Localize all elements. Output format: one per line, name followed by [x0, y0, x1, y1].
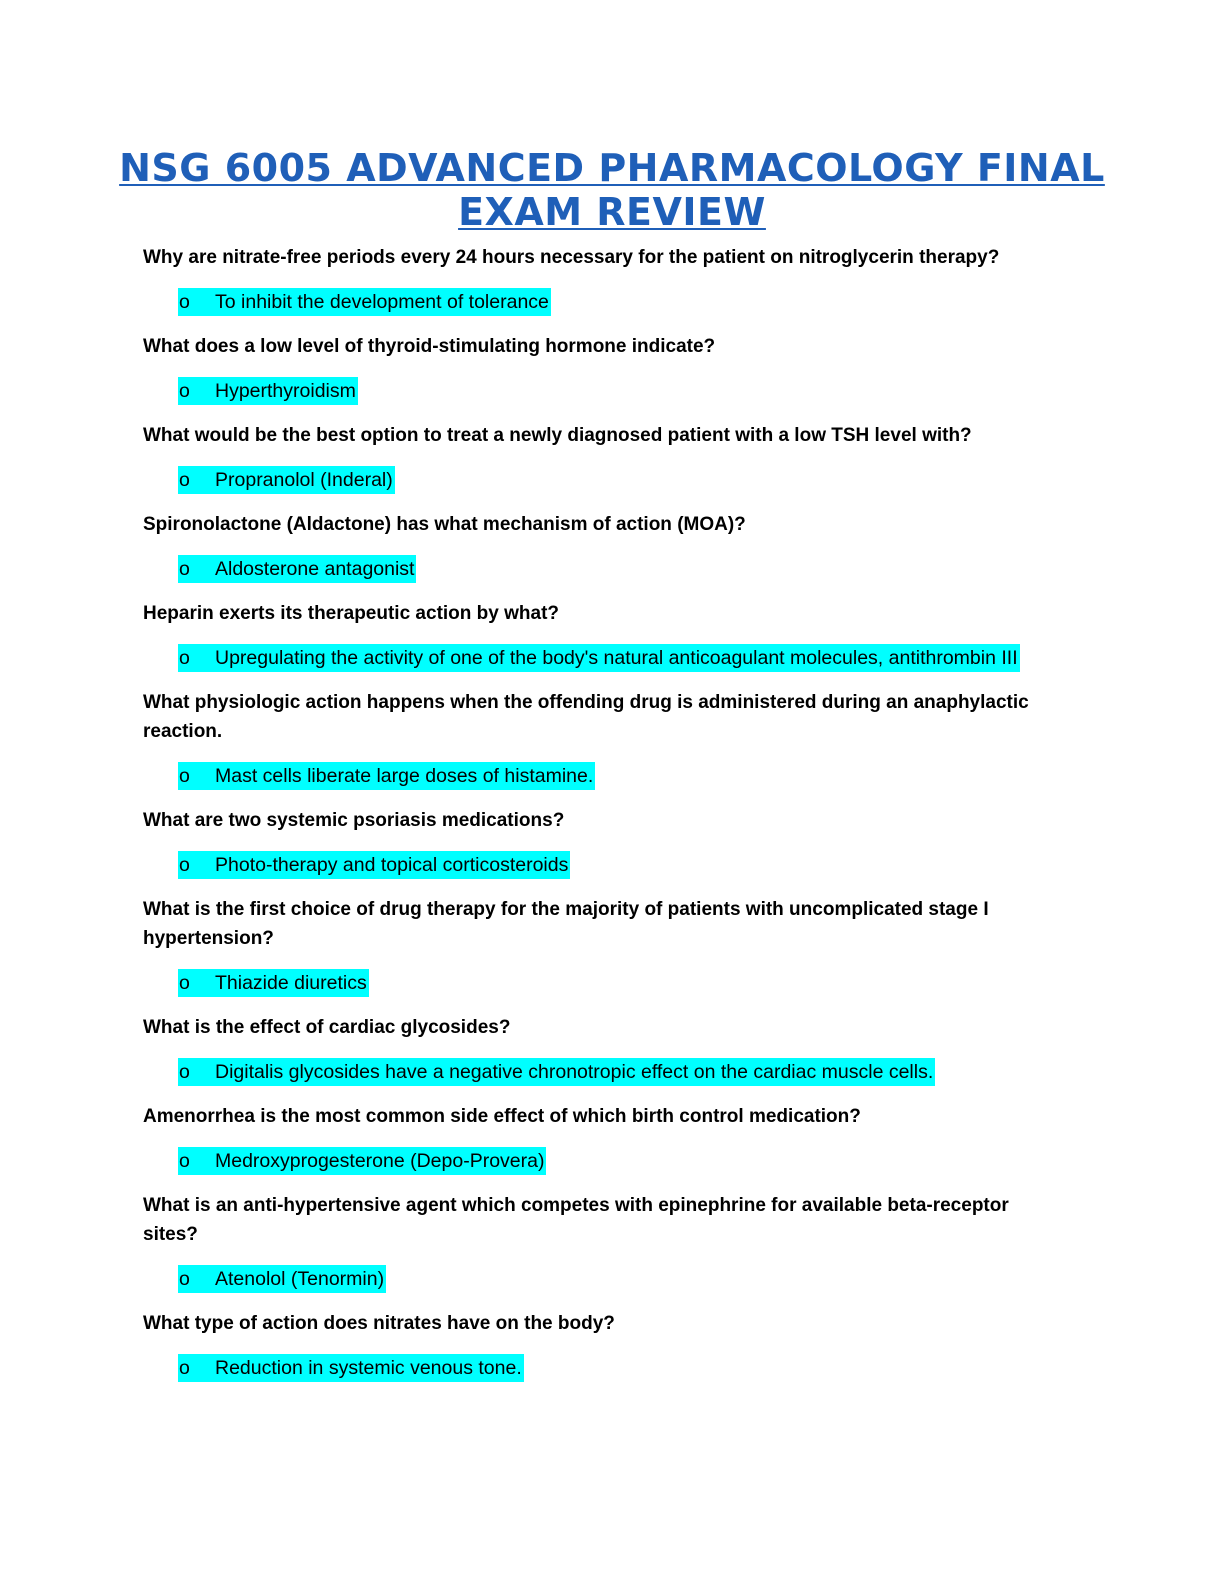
answer-11: o Atenolol (Tenormin)	[178, 1265, 387, 1293]
bullet-icon: o	[179, 765, 190, 787]
question-4: Spironolactone (Aldactone) has what mech…	[143, 514, 746, 535]
answer-highlight: o Medroxyprogesterone (Depo-Provera)	[178, 1147, 547, 1175]
answer-highlight: o Digitalis glycosides have a negative c…	[178, 1058, 936, 1086]
bullet-icon: o	[179, 1061, 190, 1083]
question-11: What is an anti-hypertensive agent which…	[143, 1195, 1009, 1245]
answer-text: To inhibit the development of tolerance	[215, 291, 549, 313]
question-12: What type of action does nitrates have o…	[143, 1313, 615, 1334]
bullet-icon: o	[179, 972, 190, 994]
answer-text: Propranolol (Inderal)	[215, 469, 393, 491]
answer-1: o To inhibit the development of toleranc…	[178, 288, 551, 316]
answer-highlight: o Reduction in systemic venous tone.	[178, 1354, 524, 1382]
bullet-icon: o	[179, 1357, 190, 1379]
answer-text: Photo-therapy and topical corticosteroid…	[215, 854, 569, 876]
title-line-2: EXAM REVIEW	[458, 190, 766, 234]
question-2: What does a low level of thyroid-stimula…	[143, 336, 716, 357]
answer-text: Hyperthyroidism	[215, 380, 356, 402]
answer-4: o Aldosterone antagonist	[178, 555, 417, 583]
answer-text: Thiazide diuretics	[215, 972, 367, 994]
answer-text: Medroxyprogesterone (Depo-Provera)	[215, 1150, 545, 1172]
answer-5: o Upregulating the activity of one of th…	[178, 644, 1020, 672]
bullet-icon: o	[179, 854, 190, 876]
answer-highlight: o Upregulating the activity of one of th…	[178, 644, 1020, 672]
question-10: Amenorrhea is the most common side effec…	[143, 1106, 861, 1127]
answer-3: o Propranolol (Inderal)	[178, 466, 395, 494]
answer-text: Aldosterone antagonist	[215, 558, 415, 580]
answer-2: o Hyperthyroidism	[178, 377, 358, 405]
answer-highlight: o Aldosterone antagonist	[178, 555, 417, 583]
answer-highlight: o Atenolol (Tenormin)	[178, 1265, 387, 1293]
question-3: What would be the best option to treat a…	[143, 425, 972, 446]
answer-8: o Thiazide diuretics	[178, 969, 369, 997]
answer-text: Mast cells liberate large doses of hista…	[215, 765, 594, 787]
question-7: What are two systemic psoriasis medicati…	[143, 810, 565, 831]
answer-text: Upregulating the activity of one of the …	[215, 647, 1018, 669]
question-1: Why are nitrate-free periods every 24 ho…	[143, 247, 1000, 268]
answer-highlight: o Hyperthyroidism	[178, 377, 358, 405]
bullet-icon: o	[179, 647, 190, 669]
question-9: What is the effect of cardiac glycosides…	[143, 1017, 511, 1038]
question-5: Heparin exerts its therapeutic action by…	[143, 603, 559, 624]
title-line-1: NSG 6005 ADVANCED PHARMACOLOGY FINAL	[119, 146, 1105, 190]
answer-12: o Reduction in systemic venous tone.	[178, 1354, 524, 1382]
bullet-icon: o	[179, 1150, 190, 1172]
document-title: NSG 6005 ADVANCED PHARMACOLOGY FINAL EXA…	[0, 146, 1224, 234]
bullet-icon: o	[179, 380, 190, 402]
answer-text: Reduction in systemic venous tone.	[215, 1357, 522, 1379]
bullet-icon: o	[179, 558, 190, 580]
answer-9: o Digitalis glycosides have a negative c…	[178, 1058, 936, 1086]
answer-highlight: o To inhibit the development of toleranc…	[178, 288, 551, 316]
answer-text: Atenolol (Tenormin)	[215, 1268, 385, 1290]
bullet-icon: o	[179, 291, 190, 313]
answer-6: o Mast cells liberate large doses of his…	[178, 762, 596, 790]
answer-highlight: o Thiazide diuretics	[178, 969, 369, 997]
bullet-icon: o	[179, 469, 190, 491]
answer-text: Digitalis glycosides have a negative chr…	[215, 1061, 934, 1083]
bullet-icon: o	[179, 1268, 190, 1290]
answer-highlight: o Photo-therapy and topical corticostero…	[178, 851, 571, 879]
question-6: What physiologic action happens when the…	[143, 692, 1029, 742]
answer-10: o Medroxyprogesterone (Depo-Provera)	[178, 1147, 547, 1175]
answer-7: o Photo-therapy and topical corticostero…	[178, 851, 571, 879]
answer-highlight: o Mast cells liberate large doses of his…	[178, 762, 596, 790]
question-8: What is the first choice of drug therapy…	[143, 899, 989, 949]
answer-highlight: o Propranolol (Inderal)	[178, 466, 395, 494]
